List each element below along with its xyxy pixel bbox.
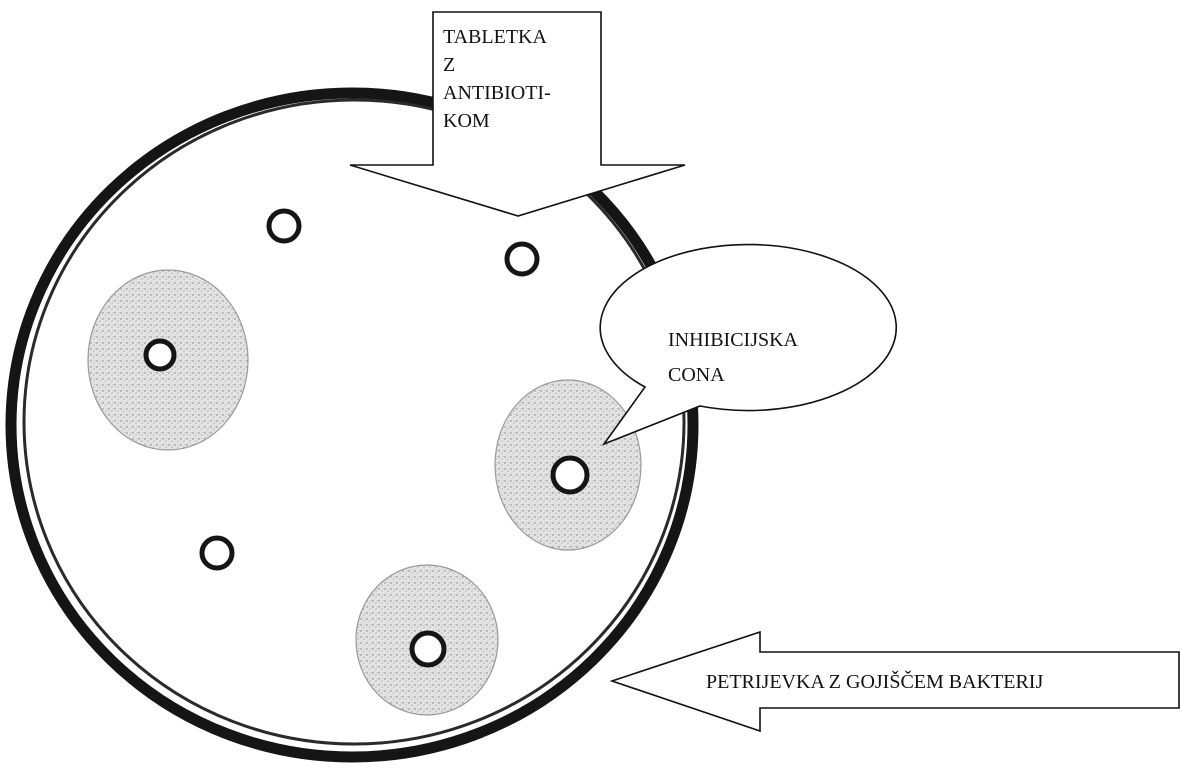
tablet-bottom-left <box>202 538 232 568</box>
tablet-top-left <box>269 211 299 241</box>
inhibition-zone-callout: INHIBICIJSKA CONA <box>600 245 896 444</box>
tablet-right <box>553 458 587 492</box>
tablet-bottom <box>412 633 444 665</box>
inhibition-zones <box>88 270 641 715</box>
tablet-top-right <box>507 244 537 274</box>
tablet-left <box>146 341 174 369</box>
tablet-arrow-callout: TABLETKA Z ANTIBIOTI- KOM <box>350 12 685 216</box>
petri-dish-arrow-callout: PETRIJEVKA Z GOJIŠČEM BAKTERIJ <box>612 632 1179 731</box>
petri-dish-label: PETRIJEVKA Z GOJIŠČEM BAKTERIJ <box>706 669 1043 693</box>
